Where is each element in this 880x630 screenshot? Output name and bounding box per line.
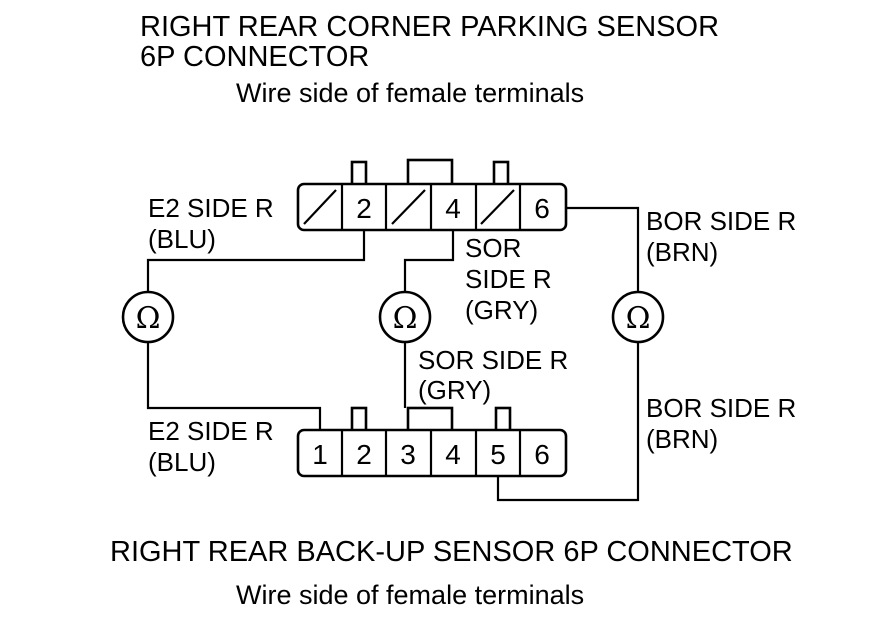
wire-sor-top (403, 230, 455, 292)
ohmmeter-left-circle (121, 290, 175, 344)
bottom-connector-subtitle: Wire side of female terminals (236, 580, 584, 610)
bottom-pin-6: 6 (534, 439, 550, 470)
bottom-pin-5: 5 (490, 439, 506, 470)
label-sor-bottom-line2: (GRY) (418, 375, 491, 405)
ohmmeter-center: Ω (378, 290, 432, 344)
top-connector-tab-left (350, 160, 368, 188)
bottom-pin-3: 3 (400, 439, 416, 470)
bottom-pin-2: 2 (356, 439, 372, 470)
top-connector-tab-center (406, 158, 454, 188)
ohmmeter-right-circle (611, 290, 665, 344)
bottom-connector-tab-left (350, 406, 368, 434)
label-sor-bottom-line1: SOR SIDE R (418, 345, 568, 375)
top-pin-2: 2 (356, 193, 372, 224)
ohm-icon: Ω (626, 301, 651, 336)
wire-bor-bottom (496, 342, 640, 502)
wire-bor-top (566, 206, 640, 292)
wire-e2-top (146, 230, 366, 292)
top-connector-subtitle: Wire side of female terminals (236, 78, 584, 108)
bottom-connector-tab-center (406, 406, 454, 434)
top-connector-title-line2: 6P CONNECTOR (140, 41, 369, 73)
top-pin-1-empty-slash (303, 189, 337, 225)
ohm-icon: Ω (393, 301, 418, 336)
bottom-pin-1: 1 (312, 439, 328, 470)
label-sor-top-line3: (GRY) (465, 295, 538, 325)
top-pin-3-empty-slash (391, 189, 426, 225)
bottom-connector: 1 2 3 4 5 6 (296, 406, 568, 478)
top-pin-4: 4 (445, 193, 461, 224)
label-e2-top-line1: E2 SIDE R (148, 193, 274, 223)
label-sor-top-line1: SOR (465, 233, 521, 263)
bottom-connector-tab-right (494, 406, 512, 434)
bottom-connector-title: RIGHT REAR BACK-UP SENSOR 6P CONNECTOR (110, 536, 793, 568)
top-pin-6: 6 (534, 193, 550, 224)
ohmmeter-right: Ω (611, 290, 665, 344)
label-bor-top-line2: (BRN) (646, 237, 718, 267)
label-e2-bottom-line2: (BLU) (148, 447, 216, 477)
top-connector-tab-right (492, 160, 510, 188)
ohm-icon: Ω (136, 301, 161, 336)
ohmmeter-left: Ω (121, 290, 175, 344)
bottom-pin-4: 4 (445, 439, 461, 470)
top-connector: 2 4 6 (296, 158, 568, 232)
label-e2-bottom-line1: E2 SIDE R (148, 416, 274, 446)
label-sor-top-line2: SIDE R (465, 264, 552, 294)
label-e2-top-line2: (BLU) (148, 224, 216, 254)
label-bor-bottom-line2: (BRN) (646, 424, 718, 454)
label-bor-top-line1: BOR SIDE R (646, 206, 796, 236)
top-pin-5-empty-slash (480, 189, 515, 225)
wire-e2-bottom (146, 342, 322, 430)
label-bor-bottom-line1: BOR SIDE R (646, 393, 796, 423)
top-connector-title-line1: RIGHT REAR CORNER PARKING SENSOR (140, 11, 719, 43)
ohmmeter-center-circle (378, 290, 432, 344)
